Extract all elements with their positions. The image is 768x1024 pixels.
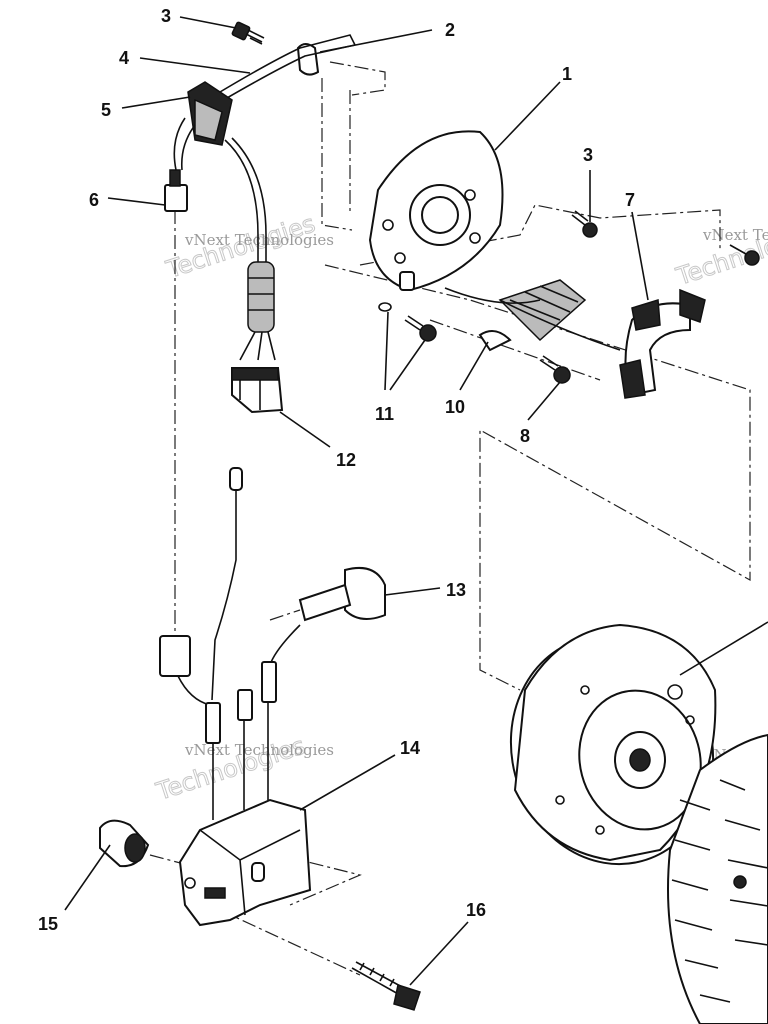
callout-16: 16 (466, 900, 486, 920)
callout-7: 7 (625, 190, 635, 210)
callout-6: 6 (89, 190, 99, 210)
callout-5: 5 (101, 100, 111, 120)
bushing-part-15 (99, 819, 150, 868)
callout-13: 13 (446, 580, 466, 600)
screw-washer-part-11 (378, 302, 437, 342)
screw-part-3-right (571, 210, 598, 238)
bolt-part-16 (351, 961, 421, 1011)
charging-coil-part-7 (619, 288, 706, 399)
screw-part-8 (539, 355, 571, 384)
wire-harness-part-4 (214, 34, 356, 103)
plug-part-12 (231, 367, 284, 414)
screw-part-3-top (231, 21, 265, 45)
leader-lines (64, 16, 768, 986)
wire-loom-to-part-12 (224, 137, 276, 361)
callout-2: 2 (445, 20, 455, 40)
connector-part-6 (164, 117, 196, 212)
screw-edge-right (729, 244, 760, 266)
clamp-part-2 (296, 43, 320, 76)
callout-4: 4 (119, 48, 129, 68)
callout-8: 8 (520, 426, 530, 446)
callout-1: 1 (562, 64, 572, 84)
callout-15: 15 (38, 914, 58, 934)
svg-text:vNext Te: vNext Te (702, 226, 768, 244)
callout-3-top: 3 (161, 6, 171, 26)
flywheel (509, 623, 717, 866)
callout-labels: 3 2 4 1 5 3 6 7 11 10 8 12 13 14 15 16 (38, 6, 635, 934)
callout-12: 12 (336, 450, 356, 470)
svg-text:vNext Technologies: vNext Technologies (184, 231, 334, 249)
spark-plug-cap-part-13 (269, 566, 386, 666)
pulser-coil-part-10 (444, 279, 621, 352)
watermark-center: Technologies vNext Technologies (152, 731, 334, 807)
ignition-coil-part-14 (178, 661, 312, 927)
callout-14: 14 (400, 738, 420, 758)
callout-3-right: 3 (583, 145, 593, 165)
stator-plate-part-1 (368, 130, 504, 292)
drive-wheel-edge (667, 733, 768, 1024)
connector-block-part-5 (187, 81, 233, 146)
callout-10: 10 (445, 397, 465, 417)
lower-connector (159, 467, 243, 706)
callout-11: 11 (375, 404, 394, 424)
svg-text:vNext Technologies: vNext Technologies (184, 741, 334, 759)
